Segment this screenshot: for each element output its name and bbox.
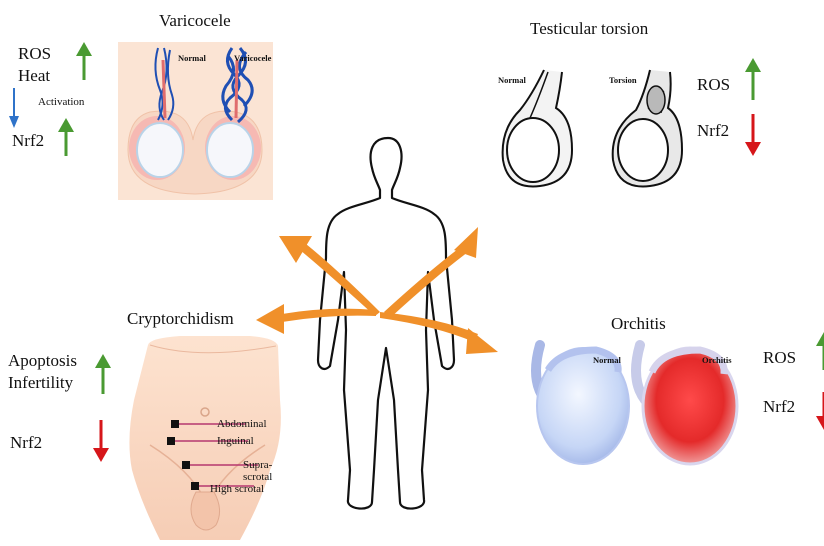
orchitis-ros-label: ROS (763, 349, 796, 366)
orchitis-orchitis-label: Orchitis (702, 355, 732, 365)
varicocele-illustration (118, 42, 273, 200)
torsion-torsion-label: Torsion (609, 75, 637, 85)
torsion-title: Testicular torsion (530, 19, 648, 39)
torsion-ros-label: ROS (697, 76, 730, 93)
varicocele-normal-label: Normal (178, 53, 206, 63)
position-abdominal-label: Abdominal (217, 418, 267, 430)
cryptorchidism-title: Cryptorchidism (127, 309, 234, 329)
cryptorchidism-nrf2-down-arrow (93, 420, 109, 462)
infertility-label: Infertility (8, 374, 73, 391)
varicocele-nrf2-label: Nrf2 (12, 132, 44, 149)
activation-down-arrow (9, 88, 19, 128)
torsion-nrf2-down-arrow (745, 114, 761, 156)
activation-label: Activation (38, 96, 84, 108)
cryptorchidism-up-arrow (95, 354, 111, 394)
position-supra-scrotal-label: Supra-scrotal (243, 459, 283, 483)
varicocele-ros-heat-up-arrow (76, 42, 92, 80)
apoptosis-label: Apoptosis (8, 352, 77, 369)
torsion-ros-up-arrow (745, 58, 761, 100)
varicocele-ros-label: ROS (18, 45, 51, 62)
varicocele-nrf2-up-arrow (58, 118, 74, 156)
varicocele-varicocele-label: Varicocele (234, 53, 271, 63)
torsion-normal-label: Normal (498, 75, 526, 85)
orchitis-nrf2-label: Nrf2 (763, 398, 795, 415)
cryptorchidism-illustration (129, 336, 280, 540)
cryptorchidism-nrf2-label: Nrf2 (10, 434, 42, 451)
varicocele-heat-label: Heat (18, 67, 50, 84)
orchitis-normal-label: Normal (593, 355, 621, 365)
orchitis-title: Orchitis (611, 314, 666, 334)
torsion-nrf2-label: Nrf2 (697, 122, 729, 139)
orchitis-nrf2-down-arrow (816, 392, 824, 430)
orchitis-ros-up-arrow (816, 332, 824, 370)
varicocele-title: Varicocele (159, 11, 231, 31)
position-inguinal-label: Inguinal (217, 435, 254, 447)
position-high-scrotal-label: High scrotal (210, 483, 264, 495)
